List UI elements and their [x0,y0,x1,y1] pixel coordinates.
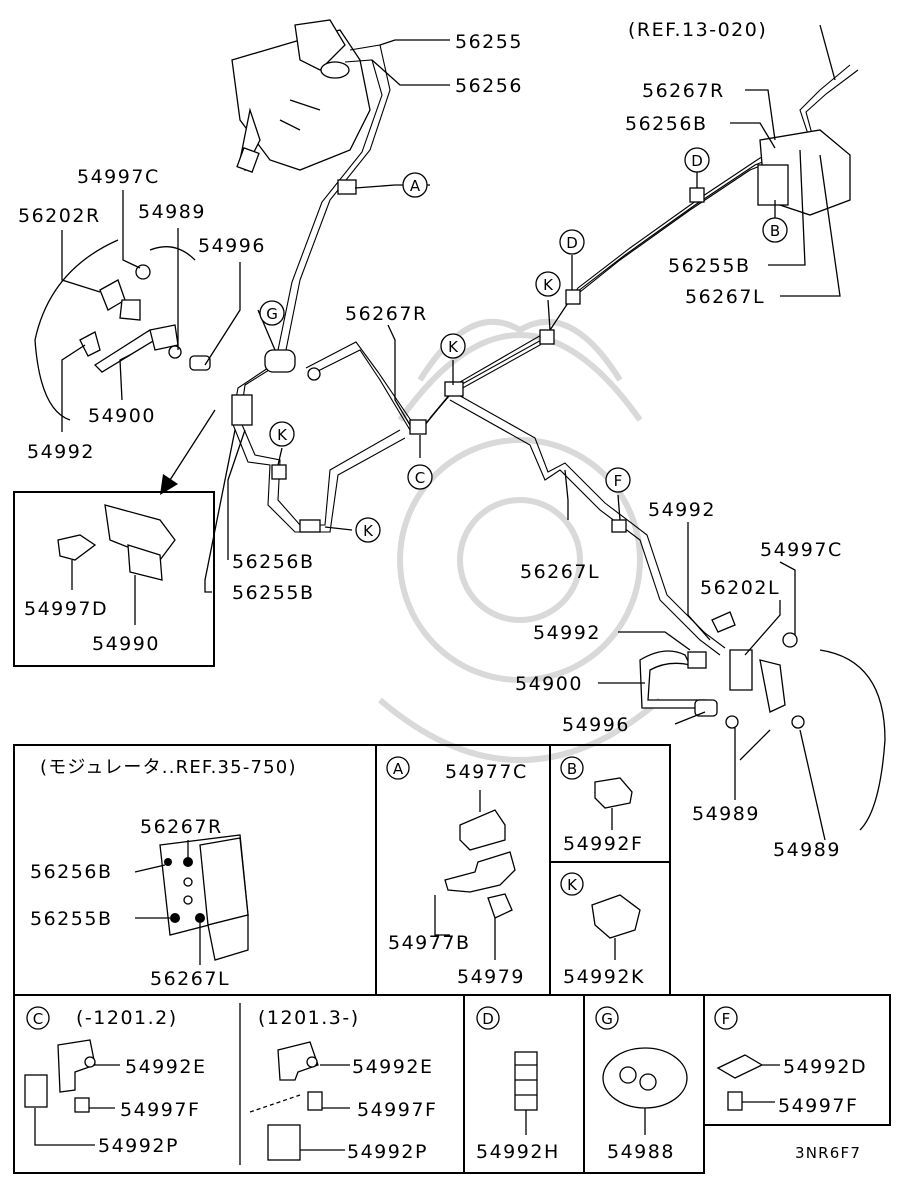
detail-D: D 54992H [476,1006,560,1163]
detail-G-54988: 54988 [607,1141,675,1163]
detail-C-a3: 54992P [98,1135,179,1157]
label-56202R: 56202R [18,205,101,227]
detail-C-letter: C [33,1010,43,1028]
modulator-title: (モジュレータ..REF.35-750) [40,757,297,778]
detail-C-b3: 54992P [347,1141,428,1163]
mod-label-56267R: 56267R [140,816,223,838]
detail-K-letter: K [567,876,578,894]
label-54997C-right: 54997C [760,539,843,561]
inset-arrow [160,409,216,495]
callout-D-top: D [691,152,703,170]
detail-row-2 [13,994,891,1174]
detail-C-b1: 54992E [352,1056,433,1078]
label-56267L-right: 56267L [685,286,765,308]
callout-K-1: K [543,276,554,294]
detail-D-54992H: 54992H [476,1141,560,1163]
label-56256: 56256 [455,75,523,97]
label-56255B-right: 56255B [668,255,750,277]
detail-G-letter: G [601,1010,613,1028]
callouts: A G D B D K K K K C F [259,147,788,543]
label-54900-left: 54900 [88,405,156,427]
label-56255: 56255 [455,31,523,53]
left-brake-hose-area [34,239,211,421]
inset-label-54997D: 54997D [24,598,108,620]
callout-K-2: K [448,338,459,356]
label-56256B-mid: 56256B [232,551,314,573]
label-56267R-mid: 56267R [345,303,428,325]
mod-label-56267L: 56267L [150,968,230,990]
label-56267R-top: 56267R [642,80,725,102]
callout-A: A [410,177,421,195]
label-ref-13-020: (REF.13-020) [628,19,767,41]
callout-D-mid: D [566,234,578,252]
label-54996-left: 54996 [198,235,266,257]
right-brake-hose-area [639,611,886,831]
label-54989-left: 54989 [138,201,206,223]
callout-K-3: K [277,426,288,444]
label-54992-left: 54992 [27,441,95,463]
detail-F-letter: F [722,1010,731,1028]
inset-label-54990: 54990 [92,633,160,655]
detail-F-54997F: 54997F [778,1095,858,1117]
detail-C-a1: 54992E [125,1056,206,1078]
detail-B-letter: B [567,760,577,778]
label-56255B-mid: 56255B [232,582,314,604]
detail-C-b2: 54997F [357,1099,437,1121]
detail-C-sub1: (-1201.2) [76,1007,178,1029]
detail-K: K 54992K [560,872,645,988]
mod-label-56255B: 56255B [30,908,112,930]
detail-F-54992D: 54992D [783,1056,867,1078]
detail-D-letter: D [482,1010,494,1028]
detail-C: C (-1201.2) (1201.3-) 54992E 54997F 5499… [24,1006,437,1163]
callout-C: C [415,469,425,487]
detail-B-54992F: 54992F [563,833,643,855]
inset-bracket: 54997D 54990 [13,491,215,667]
detail-A: A 54977C 54977B 54979 [386,756,528,988]
label-56202L: 56202L [700,577,780,599]
label-54996-right: 54996 [562,714,630,736]
callout-K-4: K [363,522,374,540]
detail-G: G 54988 [595,1006,688,1163]
label-54989-r2: 54989 [773,839,841,861]
callout-F: F [614,472,623,490]
label-54992-r1: 54992 [648,499,716,521]
label-56256B-top: 56256B [625,113,707,135]
callout-B: B [770,222,780,240]
mod-label-56256B: 56256B [30,861,112,883]
label-56267L-mid: 56267L [520,561,600,583]
label-54989-r1: 54989 [692,803,760,825]
detail-B: B 54992F [560,756,643,855]
callout-G: G [266,305,278,323]
pipe-clips [231,179,705,533]
detail-A-54979: 54979 [457,966,525,988]
master-cylinder [231,19,371,173]
detail-C-sub2: (1201.3-) [258,1007,360,1029]
leader-lines [61,24,841,841]
label-54900-right: 54900 [515,673,583,695]
diagram-code: 3NR6F7 [795,1144,861,1162]
label-54997C-left: 54997C [77,166,160,188]
detail-F: F 54992D 54997F [714,1006,867,1117]
detail-A-letter: A [393,760,404,778]
detail-A-54977C: 54977C [445,761,528,783]
label-54992-r2: 54992 [533,622,601,644]
detail-K-54992K: 54992K [563,966,645,988]
detail-modulator: (モジュレータ..REF.35-750) 56267R 56256B 56255… [30,757,297,990]
detail-A-54977B: 54977B [388,932,470,954]
hydraulic-modulator [757,129,851,216]
detail-C-a2: 54997F [120,1099,200,1121]
part-labels: 56255 56256 (REF.13-020) 56267R 56256B 5… [18,19,843,861]
